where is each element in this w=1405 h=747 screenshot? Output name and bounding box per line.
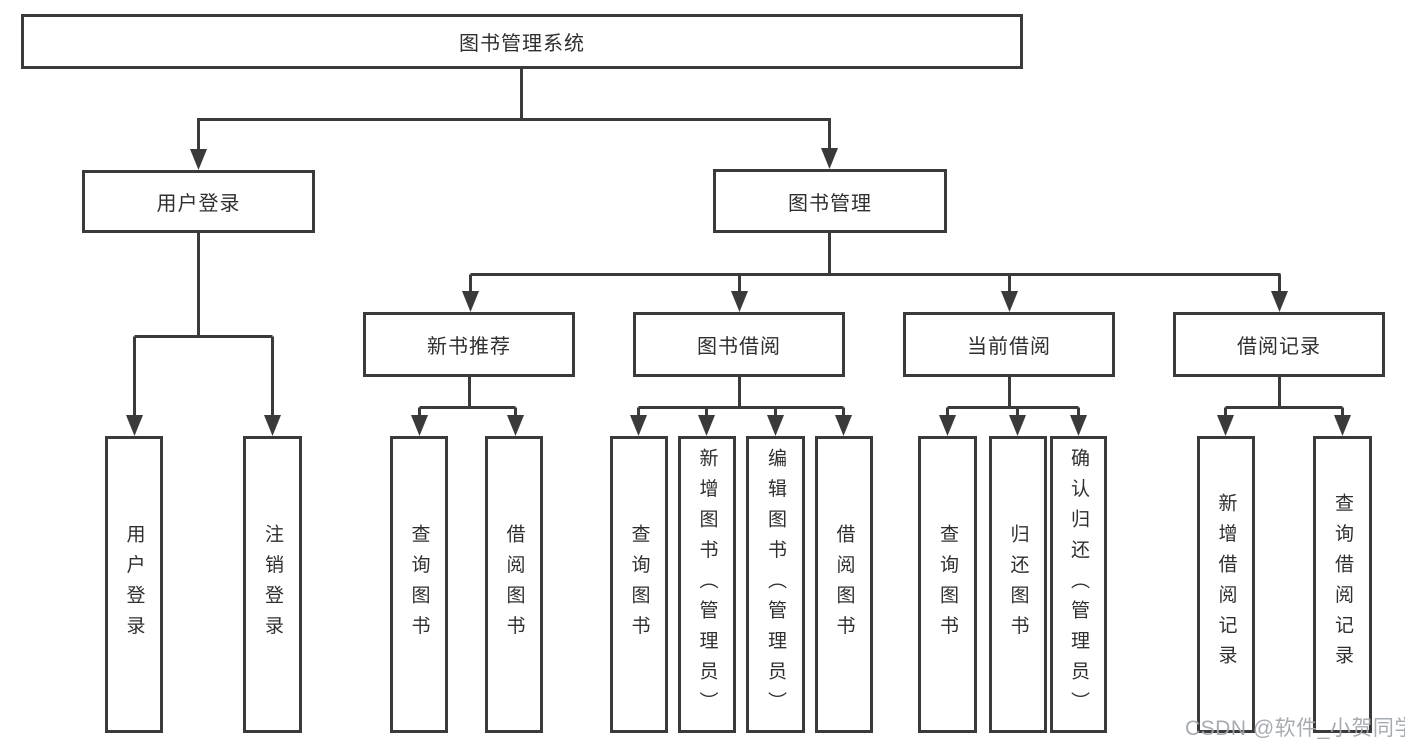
arrow-down-icon [126,415,143,436]
leaf-borrow-books-borrowing: 借阅图书 [815,436,873,733]
leaf-add-borrow-record: 新增借阅记录 [1197,436,1255,733]
node-root-system: 图书管理系统 [21,14,1023,69]
leaf-logout: 注销登录 [243,436,302,733]
arrow-down-icon [462,291,479,312]
node-new-book-recommend: 新书推荐 [363,312,575,377]
leaf-search-books-recommend: 查询图书 [390,436,448,733]
arrow-down-icon [1070,415,1087,436]
leaf-edit-books-admin: 编辑图书（管理员） [746,436,805,733]
arrow-down-icon [939,415,956,436]
leaf-search-books-borrowing: 查询图书 [610,436,668,733]
csdn-watermark: CSDN @软件_小贺同学 [1185,717,1405,740]
node-book-borrowing: 图书借阅 [633,312,845,377]
arrow-down-icon [507,415,524,436]
leaf-search-books-current: 查询图书 [918,436,977,733]
arrow-down-icon [731,291,748,312]
node-book-management: 图书管理 [713,169,947,233]
arrow-down-icon [1334,415,1351,436]
arrow-down-icon [835,415,852,436]
leaf-confirm-return-admin: 确认归还（管理员） [1050,436,1107,733]
arrow-down-icon [1271,291,1288,312]
leaf-return-books: 归还图书 [989,436,1047,733]
arrow-down-icon [821,148,838,169]
arrow-down-icon [190,149,207,170]
leaf-add-books-admin: 新增图书（管理员） [678,436,736,733]
node-borrowing-records: 借阅记录 [1173,312,1385,377]
leaf-search-borrow-record: 查询借阅记录 [1313,436,1372,733]
node-user-login: 用户登录 [82,170,315,233]
arrow-down-icon [264,415,281,436]
arrow-down-icon [1217,415,1234,436]
leaf-borrow-books-recommend: 借阅图书 [485,436,543,733]
arrow-down-icon [1001,291,1018,312]
arrow-down-icon [630,415,647,436]
node-current-borrowing: 当前借阅 [903,312,1115,377]
leaf-user-login: 用户登录 [105,436,163,733]
arrow-down-icon [411,415,428,436]
arrow-down-icon [698,415,715,436]
arrow-down-icon [1009,415,1026,436]
arrow-down-icon [767,415,784,436]
